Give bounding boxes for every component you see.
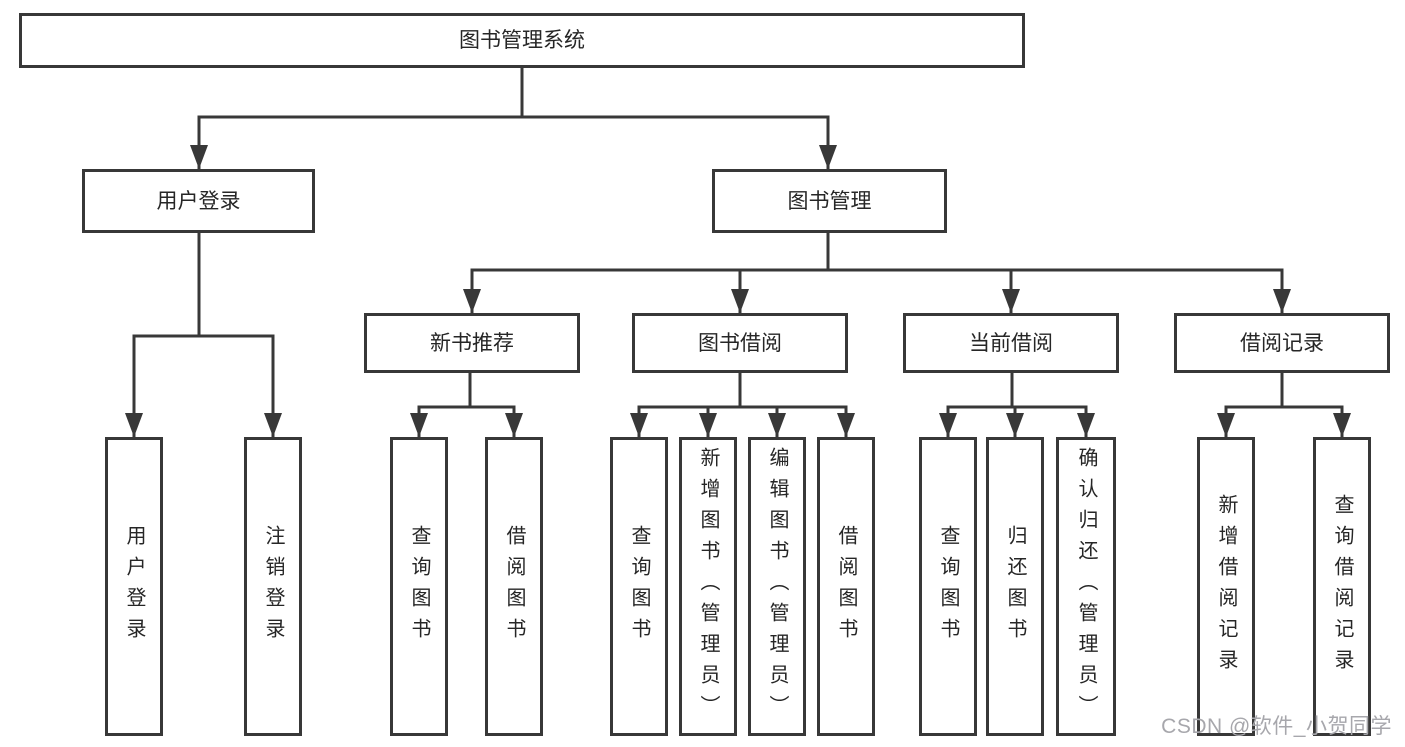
- leaf-cb-return-books: 归还图书: [986, 437, 1044, 736]
- edges-borrowing-records-to-leaves: [1217, 371, 1351, 439]
- leaf-nbr-borrow-books: 借阅图书: [485, 437, 543, 736]
- leaf-br-query-record: 查询借阅记录: [1313, 437, 1371, 736]
- leaf-logout-login: 注销登录: [244, 437, 302, 736]
- node-user-login: 用户登录: [82, 169, 315, 233]
- leaf-bb-borrow-books: 借阅图书: [817, 437, 875, 736]
- edges-current-borrowing-to-leaves: [939, 371, 1095, 439]
- node-new-book-recommend: 新书推荐: [364, 313, 580, 373]
- edges-new-book-recommend-to-leaves: [410, 371, 523, 439]
- watermark: CSDN @软件_小贺同学: [1161, 715, 1392, 738]
- leaf-user-login: 用户登录: [105, 437, 163, 736]
- node-book-management: 图书管理: [712, 169, 947, 233]
- node-book-borrowing: 图书借阅: [632, 313, 848, 373]
- leaf-nbr-query-books: 查询图书: [390, 437, 448, 736]
- edges-book-borrowing-to-leaves: [630, 371, 855, 439]
- edges-root-to-level2: [190, 66, 837, 171]
- leaf-bb-add-books-admin: 新增图书（管理员）: [679, 437, 737, 736]
- edges-user-login-to-leaves: [125, 231, 282, 439]
- leaf-bb-query-books: 查询图书: [610, 437, 668, 736]
- node-current-borrowing: 当前借阅: [903, 313, 1119, 373]
- node-root: 图书管理系统: [19, 13, 1025, 68]
- node-borrowing-records: 借阅记录: [1174, 313, 1390, 373]
- leaf-br-add-record: 新增借阅记录: [1197, 437, 1255, 736]
- leaf-cb-confirm-return-admin: 确认归还（管理员）: [1056, 437, 1116, 736]
- leaf-cb-query-books: 查询图书: [919, 437, 977, 736]
- leaf-bb-edit-books-admin: 编辑图书（管理员）: [748, 437, 806, 736]
- edges-book-management-to-level3: [463, 231, 1291, 315]
